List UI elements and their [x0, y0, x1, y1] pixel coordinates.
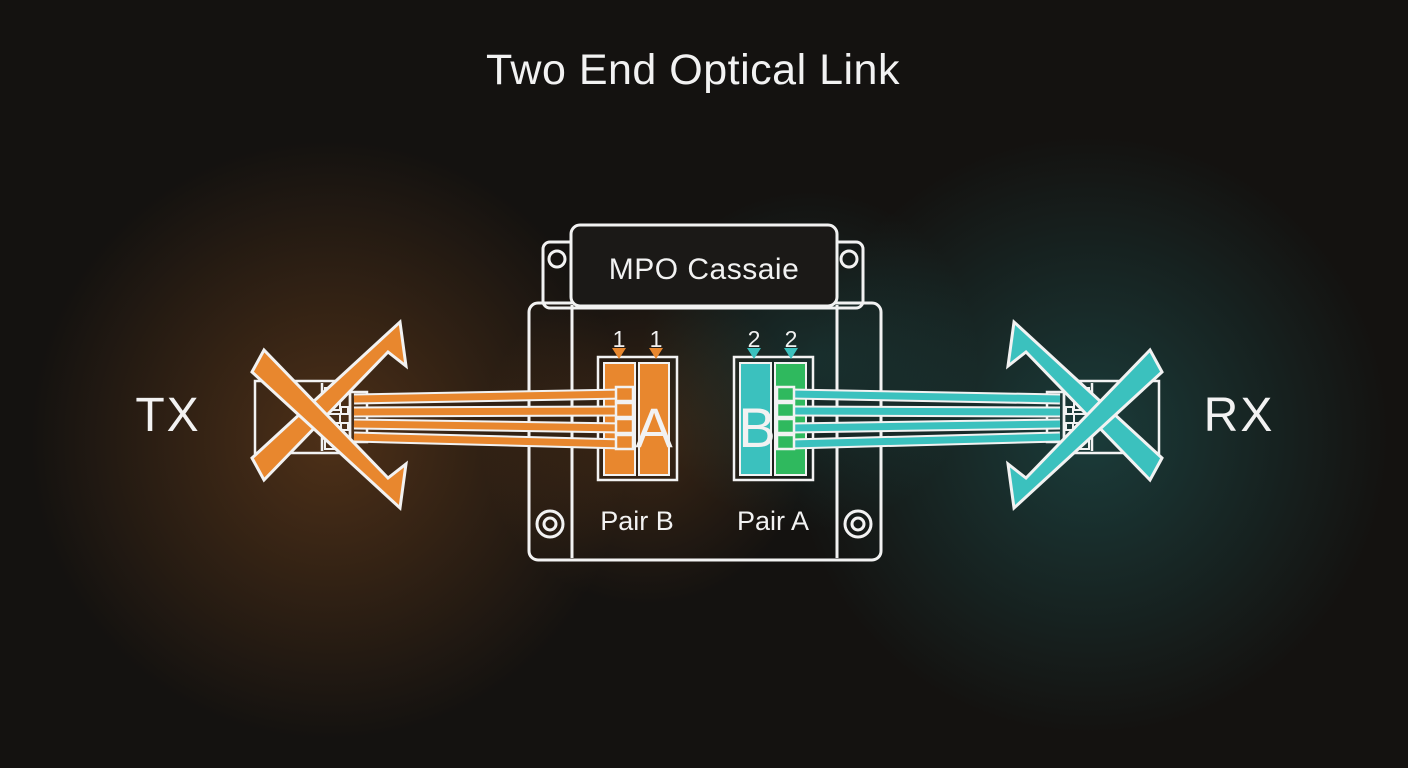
tx-label: TX [135, 389, 200, 442]
ferrule-square [614, 433, 635, 451]
fiber-line [353, 420, 625, 432]
ferrule-square [775, 433, 796, 451]
ear-hole-right-icon [839, 249, 859, 269]
module-a-pair-label: Pair B [600, 506, 674, 536]
ear-hole-left-icon [547, 249, 567, 269]
screw-left-inner-icon [542, 516, 558, 532]
fiber-line [353, 390, 625, 403]
module-b-frame [732, 355, 815, 482]
port-number: 2 [785, 326, 798, 352]
page-title: Two End Optical Link [486, 46, 900, 94]
tx-arrow-up-icon [250, 318, 408, 483]
ferrule-square [775, 417, 796, 435]
rx-pin-small [1065, 422, 1074, 431]
module-a-ferrules [614, 385, 635, 451]
fiber-line [790, 407, 1061, 416]
ferrule-square [775, 385, 796, 403]
rx-label: RX [1204, 389, 1275, 442]
tx-pin-small [340, 422, 349, 431]
module-a-letter: A [635, 396, 673, 459]
ferrule-square [614, 417, 635, 435]
port-number: 1 [613, 326, 626, 352]
rx-arrow-down-icon [1006, 347, 1164, 512]
module-b-right-block [774, 362, 807, 476]
module-b-ferrules [775, 385, 796, 451]
module-a-frame [596, 355, 679, 482]
screw-right-icon [843, 509, 873, 539]
rx-fibers [790, 390, 1061, 448]
down-arrow-icon [784, 348, 798, 359]
fiber-line [790, 420, 1061, 432]
port-arrows-teal [747, 348, 798, 359]
port-arrows-orange [612, 348, 663, 359]
module-b-right [774, 362, 807, 476]
tx-cross-arrows [250, 318, 408, 512]
fiber-line [790, 390, 1061, 403]
tx-arrow-down-icon [250, 347, 408, 512]
rx-pin-small [1065, 406, 1074, 415]
ferrule-square [614, 401, 635, 419]
fiber-line [353, 433, 625, 448]
rx-arrow-up-icon [1006, 318, 1164, 483]
cassette-top-plate [569, 223, 839, 308]
down-arrow-icon [612, 348, 626, 359]
module-b-left [739, 362, 772, 476]
ferrule-square [614, 385, 635, 403]
fiber-line [790, 433, 1061, 448]
module-frames [596, 355, 815, 482]
cassette-label: MPO Cassaie [609, 253, 800, 286]
tx-pin-small [340, 406, 349, 415]
module-b-pair-label: Pair A [737, 506, 809, 536]
port-number: 2 [748, 326, 761, 352]
screw-right-inner-icon [850, 516, 866, 532]
rx-cross-arrows [1006, 318, 1164, 512]
ferrule-square [775, 401, 796, 419]
down-arrow-icon [747, 348, 761, 359]
fiber-line [353, 407, 625, 416]
down-arrow-icon [649, 348, 663, 359]
module-b-letter: B [738, 396, 775, 459]
module-b-left-block [739, 362, 772, 476]
tx-fibers [353, 390, 625, 448]
module-a-right-block [638, 362, 670, 476]
port-number: 1 [650, 326, 663, 352]
screw-left-icon [535, 509, 565, 539]
